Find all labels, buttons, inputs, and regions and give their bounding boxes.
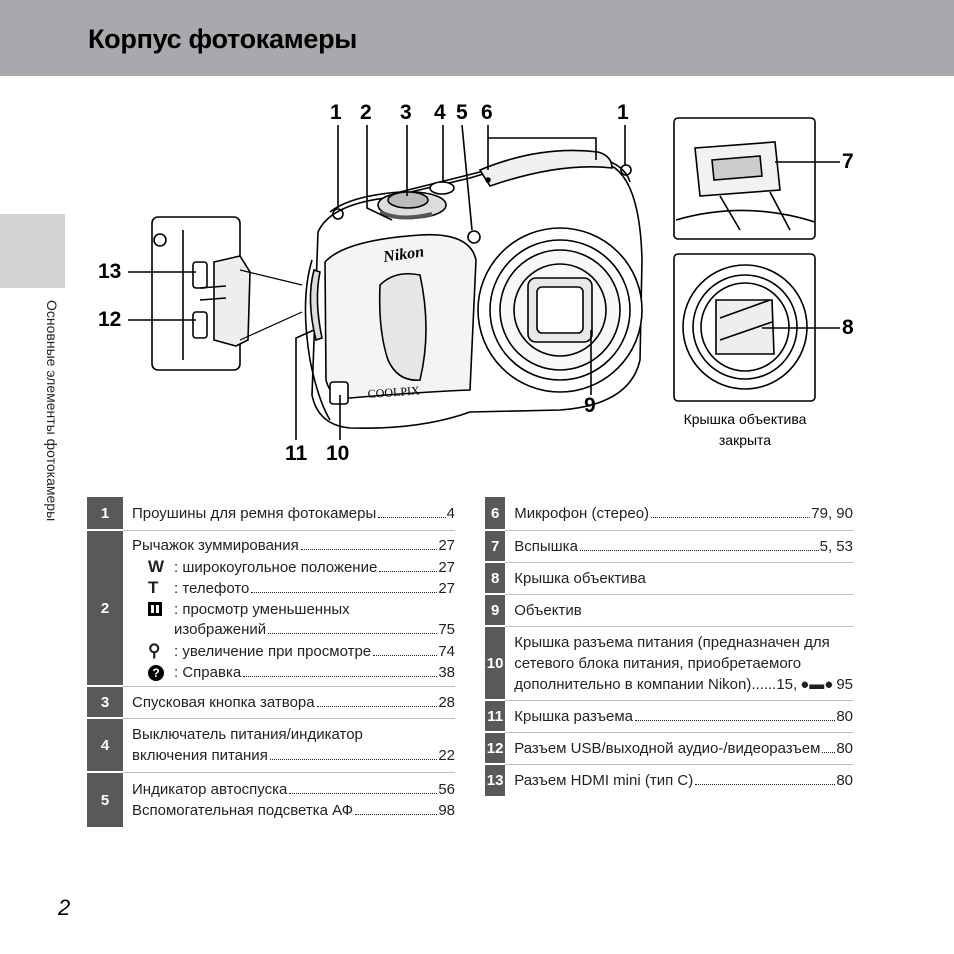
callout-4: 4	[434, 101, 446, 124]
table-row: 9 Объектив	[485, 594, 853, 627]
lens-cover-caption: Крышка объектива закрыта	[683, 411, 807, 448]
row-number: 1	[87, 497, 123, 531]
table-row: 12 Разъем USB/выходной аудио-/видеоразъе…	[485, 732, 853, 765]
table-row: 10 Крышка разъема питания (предназначен …	[485, 626, 853, 701]
row-number: 6	[485, 497, 506, 531]
callout-9: 9	[584, 394, 596, 417]
page-title: Корпус фотокамеры	[88, 24, 358, 54]
camera-brand-text: Nikon	[381, 243, 425, 266]
page-header: Корпус фотокамеры	[0, 0, 954, 76]
section-tab	[0, 214, 65, 288]
row-number: 7	[485, 530, 506, 563]
row-number: 12	[485, 732, 506, 765]
row-number: 8	[485, 562, 506, 595]
binocular-icon: ●▬●	[800, 675, 834, 693]
row-number: 10	[485, 626, 506, 701]
table-row: 4 Выключатель питания/индикатор включени…	[87, 718, 455, 773]
tele-icon: T	[148, 577, 159, 597]
callout-2: 2	[360, 101, 372, 124]
table-row: 13 Разъем HDMI mini (тип C)80	[485, 764, 853, 796]
callout-1-left: 1	[330, 101, 342, 124]
row-description: Крышка объектива	[505, 562, 853, 595]
row-description: Разъем HDMI mini (тип C)80	[514, 771, 853, 789]
callout-3: 3	[400, 101, 412, 124]
camera-model-text: COOLPIX	[367, 383, 420, 401]
page-number: 2	[58, 895, 71, 920]
callout-8: 8	[842, 316, 854, 339]
wide-icon: W	[148, 556, 165, 576]
row-number: 11	[485, 700, 506, 733]
row-number: 9	[485, 594, 506, 627]
callout-6: 6	[481, 101, 493, 124]
row-description: Объектив	[505, 594, 853, 627]
row-number: 3	[87, 686, 123, 719]
help-icon: ?	[148, 664, 164, 681]
callout-11: 11	[285, 442, 308, 465]
callout-12: 12	[98, 308, 122, 331]
row-number: 5	[87, 772, 123, 827]
callout-5: 5	[456, 101, 468, 124]
thumbnail-icon	[148, 601, 162, 616]
table-row: 8 Крышка объектива	[485, 562, 853, 595]
camera-illustration: Nikon COOLPIX	[128, 117, 840, 440]
callout-1-right: 1	[617, 101, 629, 124]
row-number: 4	[87, 718, 123, 773]
row-description: Микрофон (стерео)79, 90	[505, 497, 853, 531]
row-description: Крышка разъема питания (предназначен для…	[505, 626, 853, 701]
magnify-icon: ⚲	[148, 640, 161, 660]
row-number: 2	[87, 530, 123, 687]
callout-13: 13	[98, 260, 122, 283]
row-number: 13	[485, 764, 506, 796]
callout-10: 10	[326, 442, 350, 465]
table-row: 6 Микрофон (стерео)79, 90	[485, 497, 853, 531]
callout-7: 7	[842, 150, 854, 173]
row-description: Выключатель питания/индикатор включения …	[123, 718, 455, 773]
